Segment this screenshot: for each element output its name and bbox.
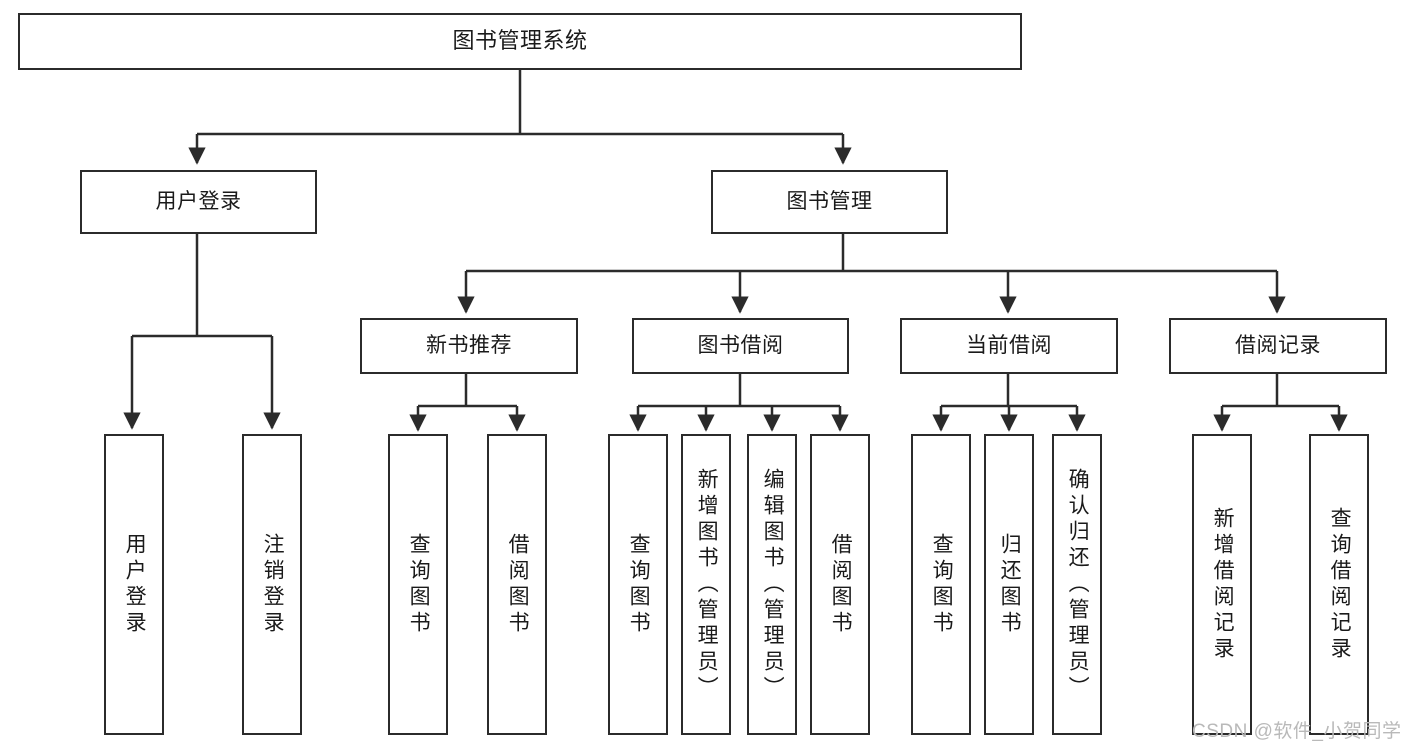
node-label: 查询图书 bbox=[407, 532, 431, 637]
node-root-system[interactable]: 图书管理系统 bbox=[18, 13, 1022, 70]
edges-root-to-level2 bbox=[188, 70, 852, 165]
node-borrow-record[interactable]: 借阅记录 bbox=[1169, 318, 1387, 374]
node-label: 新书推荐 bbox=[426, 334, 512, 358]
node-label: 确认归还（管理员） bbox=[1066, 467, 1090, 702]
node-label: 新增借阅记录 bbox=[1211, 506, 1235, 663]
node-label: 图书管理 bbox=[786, 190, 873, 214]
edges-user-login-to-leaves bbox=[123, 234, 281, 430]
leaf-query-book-current[interactable]: 查询图书 bbox=[911, 434, 971, 735]
leaf-add-book-admin[interactable]: 新增图书（管理员） bbox=[681, 434, 731, 735]
node-label: 借阅记录 bbox=[1235, 334, 1321, 358]
leaf-edit-book-admin[interactable]: 编辑图书（管理员） bbox=[747, 434, 797, 735]
leaf-user-login[interactable]: 用户登录 bbox=[104, 434, 164, 735]
csdn-watermark: CSDN @软件_小贺同学 bbox=[1192, 721, 1402, 742]
edges-new-book-to-leaves bbox=[409, 374, 526, 432]
node-label: 图书借阅 bbox=[697, 334, 784, 358]
edges-current-borrow-to-leaves bbox=[932, 374, 1086, 432]
node-label: 借阅图书 bbox=[829, 532, 853, 637]
leaf-add-borrow-record[interactable]: 新增借阅记录 bbox=[1192, 434, 1252, 735]
node-label: 归还图书 bbox=[998, 532, 1022, 637]
edges-book-mgmt-to-level3 bbox=[457, 234, 1286, 314]
leaf-borrow-book[interactable]: 借阅图书 bbox=[810, 434, 870, 735]
leaf-return-book[interactable]: 归还图书 bbox=[984, 434, 1034, 735]
node-label: 查询图书 bbox=[930, 532, 954, 637]
node-label: 图书管理系统 bbox=[452, 28, 588, 54]
node-label: 用户登录 bbox=[155, 190, 242, 214]
leaf-query-book-borrow[interactable]: 查询图书 bbox=[608, 434, 668, 735]
node-label: 用户登录 bbox=[123, 532, 147, 637]
node-new-book-recommend[interactable]: 新书推荐 bbox=[360, 318, 578, 374]
node-label: 编辑图书（管理员） bbox=[761, 467, 785, 702]
leaf-query-book-recommend[interactable]: 查询图书 bbox=[388, 434, 448, 735]
node-label: 注销登录 bbox=[261, 532, 285, 637]
node-book-management[interactable]: 图书管理 bbox=[711, 170, 948, 234]
node-label: 新增图书（管理员） bbox=[695, 467, 719, 702]
leaf-user-logout[interactable]: 注销登录 bbox=[242, 434, 302, 735]
leaf-query-borrow-record[interactable]: 查询借阅记录 bbox=[1309, 434, 1369, 735]
node-current-borrow[interactable]: 当前借阅 bbox=[900, 318, 1118, 374]
node-label: 借阅图书 bbox=[506, 532, 530, 637]
edges-book-borrow-to-leaves bbox=[629, 374, 849, 432]
node-book-borrow[interactable]: 图书借阅 bbox=[632, 318, 849, 374]
edges-borrow-record-to-leaves bbox=[1213, 374, 1348, 432]
node-label: 查询图书 bbox=[627, 532, 651, 637]
leaf-confirm-return-admin[interactable]: 确认归还（管理员） bbox=[1052, 434, 1102, 735]
node-label: 查询借阅记录 bbox=[1328, 506, 1352, 663]
node-user-login[interactable]: 用户登录 bbox=[80, 170, 317, 234]
leaf-borrow-book-recommend[interactable]: 借阅图书 bbox=[487, 434, 547, 735]
node-label: 当前借阅 bbox=[966, 334, 1052, 358]
